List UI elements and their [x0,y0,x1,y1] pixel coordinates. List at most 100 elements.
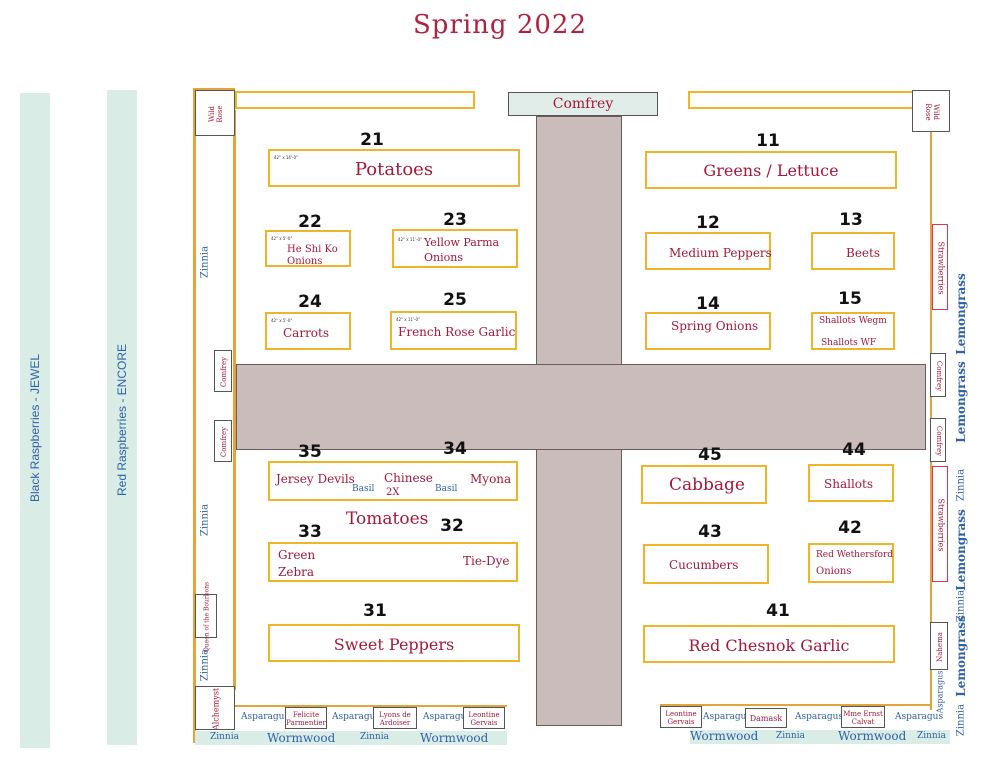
br-asparagus-1: Asparagus [703,712,752,722]
right-comfrey-label-1: Comfrey [935,360,943,392]
bl-asparagus-3: Asparagus [423,712,472,722]
chinese-label: Chinese [384,471,433,485]
bed-15-label-1: Shallots Wegm [819,316,887,326]
bl-asparagus-1: Asparagus [241,712,290,722]
comfrey-top-box: Comfrey [508,92,658,116]
mme-box: Mme Ernst Calvat [841,706,885,728]
left-comfrey-label-1: Comfrey [220,356,228,388]
bed-24: 42" x 5'-0" Carrots [265,312,351,350]
bed-23: 42" x 11'-0" Yellow Parma Onions [392,229,518,268]
bed-12-number: 12 [696,213,720,233]
bed-35-number: 35 [298,442,322,462]
garden-frame-inner-left [233,110,236,690]
queen-label: Queen of the Bourbons [203,581,211,653]
bed-13: Beets [811,232,895,270]
top-rail-right [688,91,928,109]
bed-23-label: Yellow Parma Onions [424,236,500,264]
page-title: Spring 2022 [412,10,588,40]
bed-23-dims: 42" x 11'-0" [398,237,422,242]
basil-label-1: Basil [352,484,375,494]
bed-25-label: French Rose Garlic [398,325,516,339]
garden-frame-right [930,90,932,710]
bed-14: Spring Onions [645,312,771,350]
bed-45-number: 45 [698,445,722,465]
bed-45-label: Cabbage [669,475,745,495]
bed-21-dims: 42" x 14'-0" [274,155,298,160]
bed-25: 42" x 11'-0" French Rose Garlic [390,311,517,350]
bed-33-number: 33 [298,522,322,542]
lemongrass-1: Lemongrass [954,273,968,355]
bed-22-label: He Shi Ko Onions [287,244,338,267]
bed-32-number: 32 [440,516,464,536]
bed-13-number: 13 [839,210,863,230]
br-zinnia-1: Zinnia [776,731,805,741]
bottom-left-bed [235,705,507,730]
left-zinnia-3: Zinnia [199,648,211,682]
br-wormwood-1: Wormwood [690,729,759,743]
br-zinnia-2: Zinnia [917,731,946,741]
bed-25-dims: 42" x 11'-0" [396,317,420,322]
bed-25-number: 25 [443,290,467,310]
nahema-box: Nahema [930,622,948,670]
br-wormwood-2: Wormwood [838,729,907,743]
bed-11-label: Greens / Lettuce [703,161,839,180]
bed-11-number: 11 [756,131,780,151]
bed-14-label: Spring Onions [671,319,759,333]
path-junction [537,365,621,449]
bl-asparagus-2: Asparagus [332,712,381,722]
bl-wormwood-1: Wormwood [267,731,336,745]
wild-rose-left-label: Wild Rose [208,105,224,123]
bed-24-dims: 42" x 5'-0" [271,318,293,323]
black-raspberries-strip: Black Raspberries - JEWEL [20,93,50,748]
right-comfrey-label-2: Comfrey [935,425,943,457]
left-comfrey-label-2: Comfrey [220,426,228,458]
bed-31: Sweet Peppers [268,624,520,662]
jersey-devils-label: Jersey Devils [276,472,355,486]
strawberries-label-1: Strawberries [936,241,946,295]
tomatoes-label: Tomatoes [346,509,429,529]
bed-45: Cabbage [641,465,767,504]
br-asparagus-3: Asparagus [895,712,944,722]
two-x-label: 2X [386,487,400,498]
bl-zinnia-2: Zinnia [360,732,389,742]
felicite-box: Felicite Parmentier [285,707,327,729]
bed-22-dims: 42" x 5'-0" [271,236,293,241]
damask-box: Damask [745,708,787,728]
bed-12: Medium Peppers [645,232,772,270]
right-comfrey-box-2: Comfrey [930,418,946,462]
bed-42: Red Wethersford Onions [808,543,894,583]
bed-21: 42" x 14'-0" Potatoes [268,149,520,187]
bed-43: Cucumbers [643,544,769,584]
bed-22-number: 22 [298,212,322,232]
bed-21-label: Potatoes [354,159,434,180]
bed-42-label-1: Red Wethersford [816,550,894,560]
bottom-right-bed [660,704,932,730]
bottom-left-strip [195,731,507,745]
wild-rose-left-box: Wild Rose [195,90,235,136]
myona-label: Myona [470,472,512,486]
right-zinnia-1: Zinnia [955,468,967,502]
queen-box: Queen of the Bourbons [195,582,217,652]
right-asparagus: Asparagus [935,670,945,714]
br-asparagus-2: Asparagus [795,712,844,722]
top-rail-left [235,91,475,109]
bed-41: Red Chesnok Garlic [643,625,895,663]
bed-15-number: 15 [838,289,862,309]
bed-12-label: Medium Peppers [669,246,772,260]
bed-44: Shallots [808,464,894,502]
strawberries-box-1: Strawberries [932,224,948,310]
wild-rose-right-label: Wild Rose [924,103,940,121]
tie-dye-label: Tie-Dye [463,554,510,568]
bed-44-label: Shallots [824,477,873,491]
left-comfrey-box-2: Comfrey [214,420,232,462]
black-raspberries-label: Black Raspberries - JEWEL [28,353,42,503]
leontine-right-box: Leontine Gervais [660,706,702,728]
bed-34-number: 34 [443,439,467,459]
bed-31-number: 31 [363,601,387,621]
leontine-left-box: Leontine Gervais [463,707,505,729]
bed-41-number: 41 [766,601,790,621]
bed-42-number: 42 [838,518,862,538]
right-comfrey-box-1: Comfrey [930,353,946,397]
lemongrass-2: Lemongrass [954,361,968,443]
bed-15: Shallots Wegm Shallots WF [811,312,895,350]
